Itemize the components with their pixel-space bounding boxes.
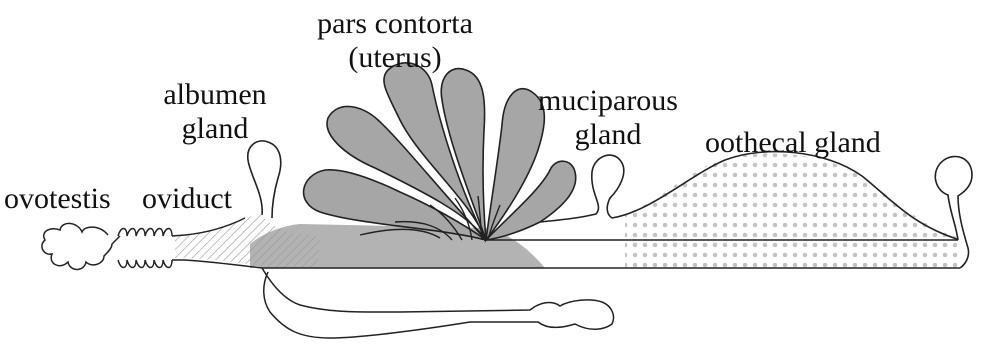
hatched-duct-region — [175, 215, 320, 268]
label-muciparous-gland-line1: muciparous — [530, 84, 686, 118]
ovotestis-shape — [42, 223, 120, 269]
label-oviduct: oviduct — [142, 182, 232, 216]
label-muciparous-gland-line2: gland — [530, 118, 686, 152]
label-albumen-gland-line2: gland — [160, 112, 270, 146]
label-oothecal-gland: oothecal gland — [705, 126, 881, 160]
label-albumen-gland: albumen gland — [160, 78, 270, 146]
oothecal-gland-fill — [625, 153, 960, 268]
label-pars-contorta: pars contorta (uterus) — [300, 7, 490, 75]
label-muciparous-gland: muciparous gland — [530, 84, 686, 152]
label-albumen-gland-line1: albumen — [160, 78, 270, 112]
label-pars-contorta-line1: pars contorta — [300, 7, 490, 41]
albumen-gland-shape — [248, 141, 281, 218]
label-pars-contorta-line2: (uterus) — [300, 41, 490, 75]
label-ovotestis: ovotestis — [4, 182, 111, 216]
lower-duct-loop — [262, 268, 614, 338]
